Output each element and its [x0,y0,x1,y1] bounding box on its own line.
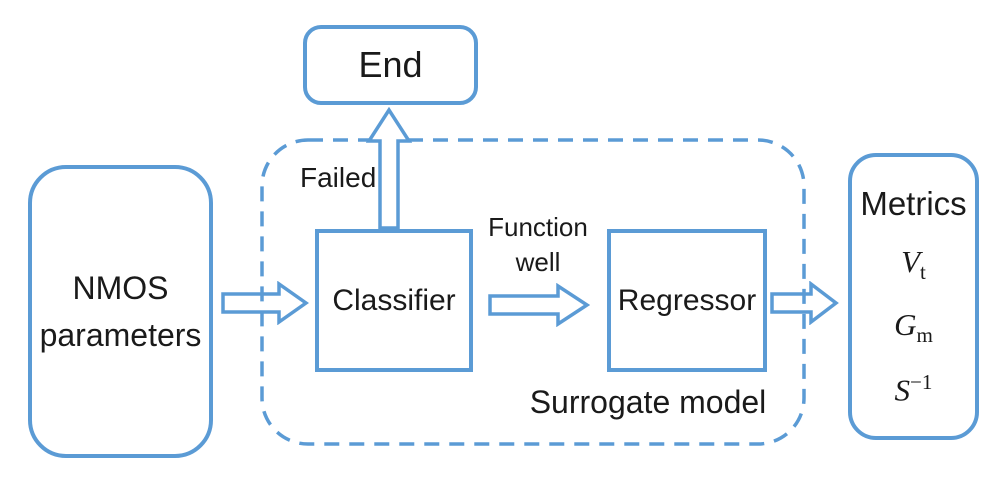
failed-edge-label: Failed [300,162,377,193]
function-well-edge-label: Function well [488,212,588,278]
function-well-arrow-shape [488,283,590,327]
classifier-label: Classifier [332,283,456,317]
end-label: End [358,44,423,85]
output-arrow-shape [770,281,839,325]
surrogate-model-label: Surrogate model [529,384,767,420]
metric-gm-subscript: m [916,323,933,348]
classifier-node: Classifier [315,229,473,372]
metric-vt-base: V [901,244,921,280]
metric-gm: Gm [894,307,933,348]
metric-vt: Vt [901,244,926,285]
input-arrow-icon [221,281,309,325]
input-arrow-shape [221,281,309,325]
nmos-parameters-label: NMOS parameters [39,270,202,353]
regressor-node: Regressor [607,229,767,372]
metrics-title: Metrics [860,184,967,222]
metrics-node: Metrics Vt Gm S−1 [848,153,979,440]
metric-s-base: S [894,372,911,408]
metric-vt-subscript: t [920,260,926,285]
metric-s-superscript: −1 [910,370,933,394]
end-node: End [303,25,478,105]
metric-s-inverse: S−1 [895,370,933,408]
nmos-parameters-node: NMOS parameters [28,165,213,458]
function-well-arrow-icon [488,283,590,327]
output-arrow-icon [770,281,839,325]
regressor-label: Regressor [617,283,757,317]
metric-gm-base: G [894,307,917,343]
